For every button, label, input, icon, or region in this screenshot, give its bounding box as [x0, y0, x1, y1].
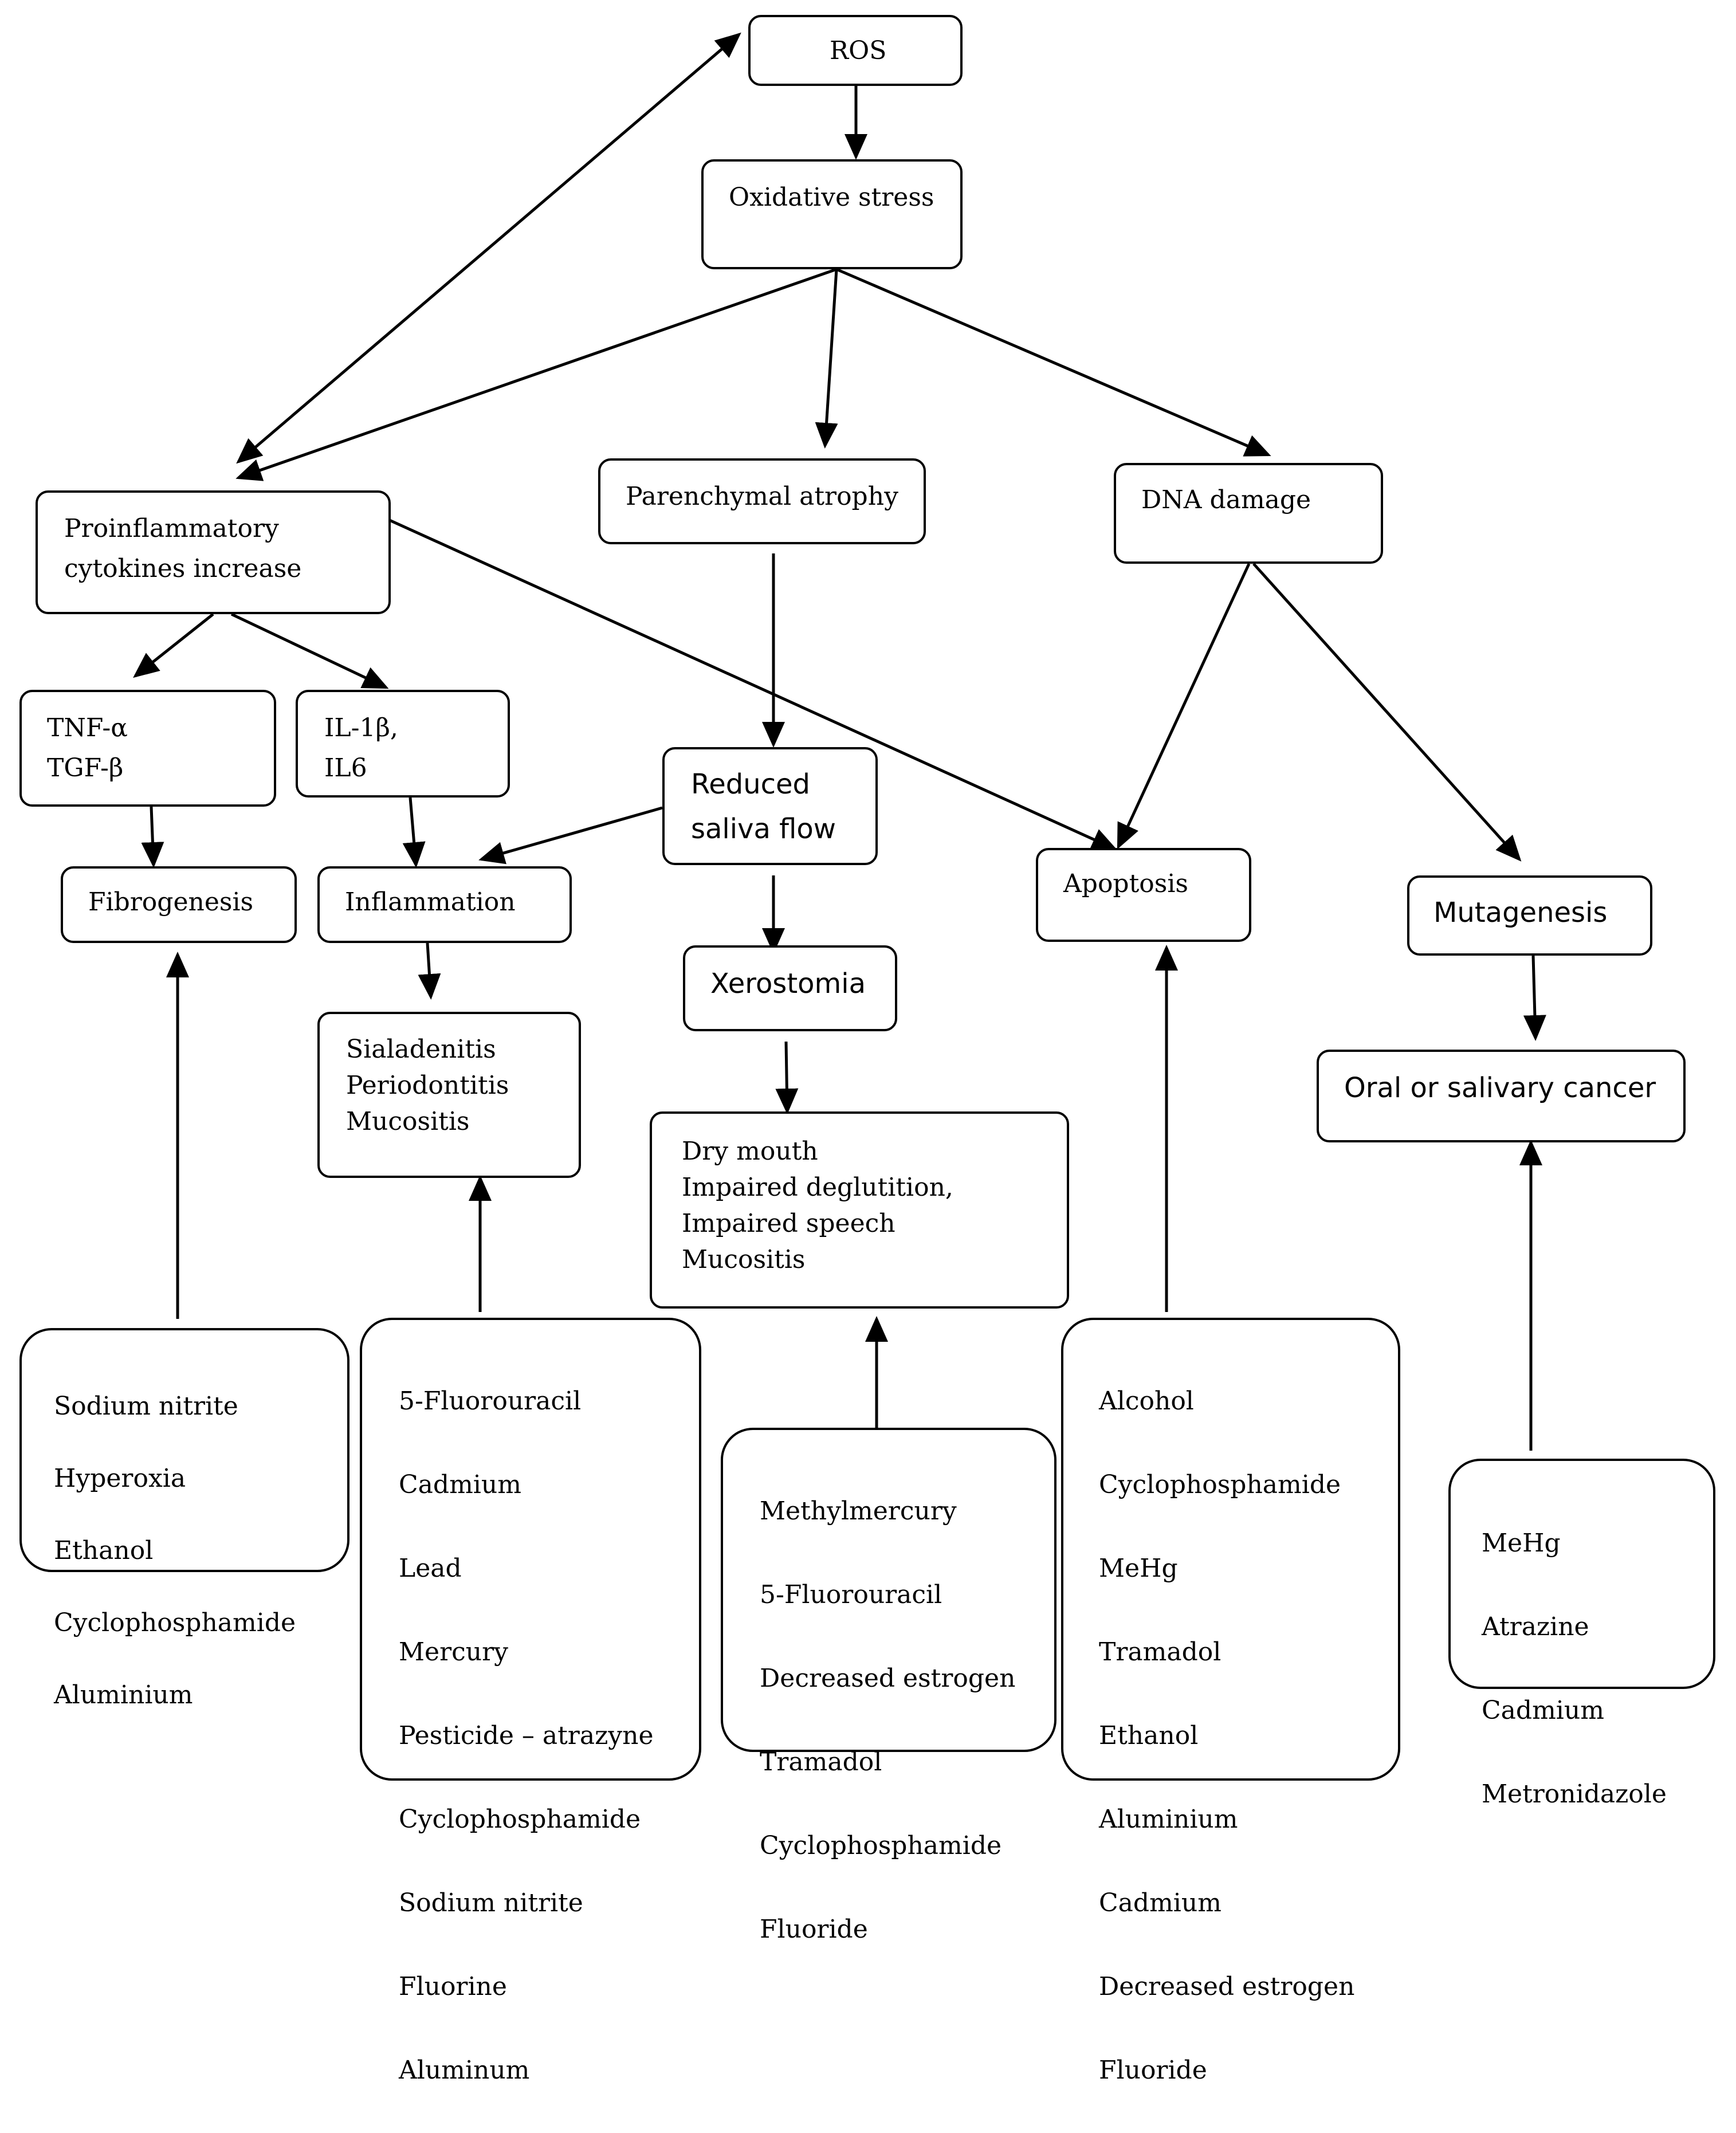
agent-item: Alcohol: [1099, 1386, 1194, 1416]
node-dry-mouth-group-label: Dry mouth Impaired deglutition, Impaired…: [682, 1137, 953, 1274]
node-reduced-saliva-flow: Reduced saliva flow: [662, 747, 878, 865]
node-apoptosis: Apoptosis: [1036, 848, 1251, 942]
agent-item: Tramadol: [760, 1747, 882, 1777]
arrow-oxidative-parenchymal: [815, 269, 838, 449]
node-inflammation: Inflammation: [317, 866, 572, 943]
agent-item: Cyclophosphamide: [1099, 1470, 1341, 1499]
arrow-proinflammatory-il: [230, 612, 389, 689]
arrow-dna-apoptosis: [1117, 563, 1251, 850]
agents-apoptosis: Alcohol Cyclophosphamide MeHg Tramadol E…: [1061, 1318, 1400, 2085]
arrow-ros-proinflammatory: [236, 32, 741, 464]
agent-item: Fluoride: [1099, 2056, 1207, 2085]
node-il-label: IL-1β, IL6: [324, 713, 398, 783]
agent-item: Lead: [399, 1554, 462, 1583]
node-dry-mouth-group: Dry mouth Impaired deglutition, Impaired…: [650, 1111, 1069, 1309]
connector-arrows: [133, 32, 1546, 1451]
agents-apoptosis-list: Alcohol Cyclophosphamide MeHg Tramadol E…: [1099, 1338, 1354, 2133]
agent-item: Methylmercury: [760, 1496, 957, 1526]
node-proinflammatory-cytokines: Proinflammatory cytokines increase: [36, 490, 391, 614]
arrow-oxidative-proinflammatory: [235, 268, 837, 481]
agent-item: 5-Fluorouracil: [760, 1580, 942, 1609]
agents-xerostomia-list: Methylmercury 5-Fluorouracil Decreased e…: [760, 1448, 1015, 1992]
node-ros: ROS: [748, 15, 963, 86]
node-inflammation-label: Inflammation: [345, 887, 516, 917]
agent-item: Cyclophosphamide: [399, 1805, 641, 1834]
arrow-reduced-saliva-inflammation: [478, 806, 663, 865]
agents-sialadenitis: 5-Fluorouracil Cadmium Lead Mercury Pest…: [360, 1318, 701, 2085]
node-parenchymal-atrophy-label: Parenchymal atrophy: [626, 482, 898, 511]
agents-fibrogenesis-list: Sodium nitrite Hyperoxia Ethanol Cycloph…: [54, 1352, 296, 1749]
arrow-mutagenesis-cancer: [1523, 955, 1546, 1041]
arrow-dna-mutagenesis: [1252, 563, 1522, 862]
node-oral-salivary-cancer: Oral or salivary cancer: [1317, 1050, 1686, 1142]
agent-item: Cadmium: [1099, 1888, 1222, 1918]
node-oral-cancer-label: Oral or salivary cancer: [1344, 1072, 1656, 1104]
agent-item: Cyclophosphamide: [760, 1831, 1002, 1860]
node-ros-label: ROS: [830, 36, 887, 65]
agent-item: Decreased estrogen: [760, 1664, 1016, 1693]
agent-item: MeHg: [1099, 1554, 1178, 1583]
node-oxidative-stress-label: Oxidative stress: [729, 183, 934, 212]
arrow-oxidative-dna: [836, 268, 1271, 457]
agent-item: Cadmium: [399, 1470, 521, 1499]
agent-item: Sodium nitrite: [399, 1888, 583, 1918]
node-reduced-saliva-label: Reduced saliva flow: [691, 768, 836, 845]
node-parenchymal-atrophy: Parenchymal atrophy: [598, 458, 926, 544]
agent-item: Ethanol: [54, 1536, 154, 1565]
node-apoptosis-label: Apoptosis: [1063, 869, 1189, 898]
arrow-tnf-fibrogenesis: [141, 806, 164, 868]
node-xerostomia: Xerostomia: [683, 945, 897, 1031]
node-dna-damage: DNA damage: [1114, 463, 1383, 564]
arrow-proinflammatory-apoptosis: [388, 518, 1118, 851]
arrow-inflammation-sialadenitis: [418, 942, 441, 1000]
node-tnf-tgf-label: TNF-α TGF-β: [47, 713, 128, 783]
agent-item: Hyperoxia: [54, 1464, 186, 1493]
agent-item: Cyclophosphamide: [54, 1608, 296, 1637]
node-dna-damage-label: DNA damage: [1141, 485, 1311, 514]
node-xerostomia-label: Xerostomia: [710, 968, 866, 1000]
node-mutagenesis-label: Mutagenesis: [1433, 897, 1608, 929]
agents-cancer: MeHg Atrazine Cadmium Metronidazole: [1448, 1459, 1715, 1809]
node-il: IL-1β, IL6: [296, 690, 510, 798]
node-oxidative-stress: Oxidative stress: [701, 159, 963, 269]
agents-sialadenitis-list: 5-Fluorouracil Cadmium Lead Mercury Pest…: [399, 1338, 654, 2133]
agent-item: Aluminum: [399, 2056, 530, 2085]
agent-item: Decreased estrogen: [1099, 1972, 1355, 2001]
agent-item: Fluorine: [399, 1972, 507, 2001]
agent-item: Atrazine: [1482, 1612, 1589, 1641]
arrow-xerostomia-dry-mouth: [775, 1041, 799, 1114]
agent-item: MeHg: [1482, 1529, 1561, 1558]
node-proinflammatory-label: Proinflammatory cytokines increase: [64, 514, 302, 583]
agent-item: Ethanol: [1099, 1721, 1199, 1750]
node-sialadenitis-group-label: Sialadenitis Periodontitis Mucositis: [346, 1035, 509, 1136]
agents-xerostomia: Methylmercury 5-Fluorouracil Decreased e…: [721, 1428, 1056, 1944]
agent-item: Mercury: [399, 1637, 508, 1667]
agent-item: Fluoride: [760, 1915, 868, 1944]
node-fibrogenesis: Fibrogenesis: [61, 866, 297, 943]
agents-cancer-list: MeHg Atrazine Cadmium Metronidazole: [1482, 1480, 1667, 1857]
agent-item: Aluminium: [54, 1680, 193, 1710]
arrow-il-inflammation: [402, 797, 426, 868]
node-fibrogenesis-label: Fibrogenesis: [88, 887, 254, 917]
agent-item: Cadmium: [1482, 1696, 1604, 1725]
arrow-proinflammatory-tnf: [133, 613, 214, 678]
agent-item: 5-Fluorouracil: [399, 1386, 582, 1416]
node-mutagenesis: Mutagenesis: [1407, 875, 1652, 956]
agent-item: Metronidazole: [1482, 1780, 1667, 1809]
agent-item: Pesticide – atrazyne: [399, 1721, 654, 1750]
agent-item: Tramadol: [1099, 1637, 1222, 1667]
agent-item: Sodium nitrite: [54, 1392, 238, 1421]
node-tnf-tgf: TNF-α TGF-β: [19, 690, 276, 807]
agents-fibrogenesis: Sodium nitrite Hyperoxia Ethanol Cycloph…: [19, 1328, 349, 1710]
agent-item: Aluminium: [1099, 1805, 1238, 1834]
node-sialadenitis-group: Sialadenitis Periodontitis Mucositis: [317, 1012, 581, 1178]
toxicity-pathway-diagram: ROS Oxidative stress Proinflammatory cyt…: [19, 15, 1715, 2085]
